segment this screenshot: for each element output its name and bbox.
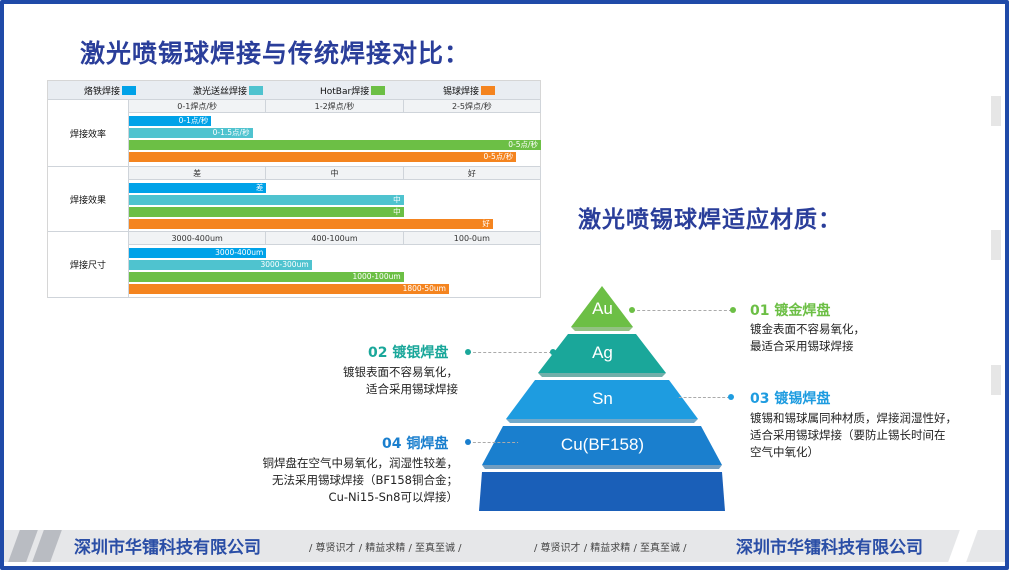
tick-label: 2-5焊点/秒 — [404, 100, 541, 113]
chart-bar: 3000-300um — [129, 260, 312, 270]
chart-bar: 0-5点/秒 — [129, 140, 541, 150]
background-shape — [991, 365, 1001, 395]
pyramid-label-cu: Cu(BF158) — [560, 435, 645, 454]
tick-label: 0-1焊点/秒 — [129, 100, 267, 113]
legend-item: 激光送丝焊接 — [193, 84, 264, 97]
chart-bar: 3000-400um — [129, 248, 267, 258]
legend-item: HotBar焊接 — [320, 84, 386, 97]
material-title-gold: 01 镀金焊盘 — [750, 303, 831, 319]
connector-line — [468, 352, 552, 353]
chart-bar: 1800-50um — [129, 284, 449, 294]
connector-dot — [465, 439, 471, 445]
section-label: 焊接尺寸 — [48, 232, 129, 297]
tick-header: 差中好 — [129, 167, 541, 180]
connector-dot — [518, 439, 524, 445]
connector-dot — [629, 307, 635, 313]
material-desc-tin: 镀锡和锡球属同种材质，焊接润湿性好，适合采用锡球焊接（要防止锡长时间在空气中氧化… — [750, 411, 957, 459]
tick-label: 好 — [404, 167, 541, 180]
connector-dot — [728, 394, 734, 400]
pyramid-layer-sn — [506, 380, 698, 419]
material-pyramid: Au Ag Sn Cu(BF158) — [479, 283, 726, 525]
connector-line — [632, 310, 732, 311]
chart-bar: 1000-100um — [129, 272, 404, 282]
chart-bar: 差 — [129, 183, 267, 193]
footer-company-left: 深圳市华镭科技有限公司 — [74, 538, 261, 558]
background-shape — [991, 230, 1001, 260]
material-desc-copper: 铜焊盘在空气中易氧化，润湿性较差，无法采用锡球焊接（BF158铜合金；Cu-Ni… — [262, 456, 459, 504]
connector-line — [674, 397, 730, 398]
footer-slogan-left: / 尊贤识才 / 精益求精 / 至真至诚 / — [309, 543, 462, 554]
legend: 烙铁焊接 激光送丝焊接 HotBar焊接 锡球焊接 — [48, 81, 540, 100]
chart-bar: 0-1.5点/秒 — [129, 128, 253, 138]
footer-banner: 深圳市华镭科技有限公司 / 尊贤识才 / 精益求精 / 至真至诚 / / 尊贤识… — [4, 530, 1005, 562]
section-label: 焊接效率 — [48, 100, 129, 166]
connector-dot — [730, 307, 736, 313]
connector-dot — [465, 349, 471, 355]
pyramid-label-ag: Ag — [592, 343, 613, 362]
footer-company-right: 深圳市华镭科技有限公司 — [736, 538, 923, 558]
material-title-silver: 02 镀银焊盘 — [368, 345, 449, 361]
pyramid-label-au: Au — [592, 299, 613, 318]
legend-item: 烙铁焊接 — [84, 84, 137, 97]
section-title-materials: 激光喷锡球焊适应材质： — [578, 207, 842, 233]
tick-label: 3000-400um — [129, 232, 267, 245]
connector-line — [468, 442, 520, 443]
legend-swatch — [371, 86, 386, 95]
tick-label: 400-100um — [266, 232, 404, 245]
pyramid-layer-base — [479, 472, 725, 511]
pyramid-layer-cu — [482, 426, 722, 465]
tick-label: 1-2焊点/秒 — [266, 100, 404, 113]
chart-bar: 0-1点/秒 — [129, 116, 212, 126]
chart-bar: 中 — [129, 207, 404, 217]
legend-swatch — [249, 86, 264, 95]
legend-swatch — [122, 86, 137, 95]
section-label: 焊接效果 — [48, 167, 129, 231]
material-title-tin: 03 镀锡焊盘 — [750, 391, 831, 407]
chart-bar: 0-5点/秒 — [129, 152, 517, 162]
pyramid-layer-ag — [538, 334, 666, 373]
background-shape — [991, 96, 1001, 126]
material-desc-silver: 镀银表面不容易氧化，适合采用锡球焊接 — [343, 365, 458, 396]
chart-bar: 中 — [129, 195, 404, 205]
pyramid-layer-au — [571, 286, 633, 327]
footer-slogan-right: / 尊贤识才 / 精益求精 / 至真至诚 / — [534, 543, 687, 554]
connector-dot — [550, 349, 556, 355]
legend-item: 锡球焊接 — [443, 84, 496, 97]
chart-section: 焊接效果差中好差中中好 — [48, 167, 541, 232]
page-title: 激光喷锡球焊接与传统焊接对比： — [80, 39, 471, 68]
pyramid-label-sn: Sn — [592, 389, 613, 408]
footer-stripe — [948, 530, 978, 562]
tick-label: 中 — [266, 167, 404, 180]
tick-label: 差 — [129, 167, 267, 180]
material-title-copper: 04 铜焊盘 — [382, 436, 449, 452]
chart-bar: 好 — [129, 219, 493, 229]
footer-stripe — [32, 530, 62, 562]
legend-swatch — [481, 86, 496, 95]
material-desc-gold: 镀金表面不容易氧化，最适合采用锡球焊接 — [750, 322, 865, 353]
connector-dot — [671, 394, 677, 400]
tick-label: 100-0um — [404, 232, 541, 245]
